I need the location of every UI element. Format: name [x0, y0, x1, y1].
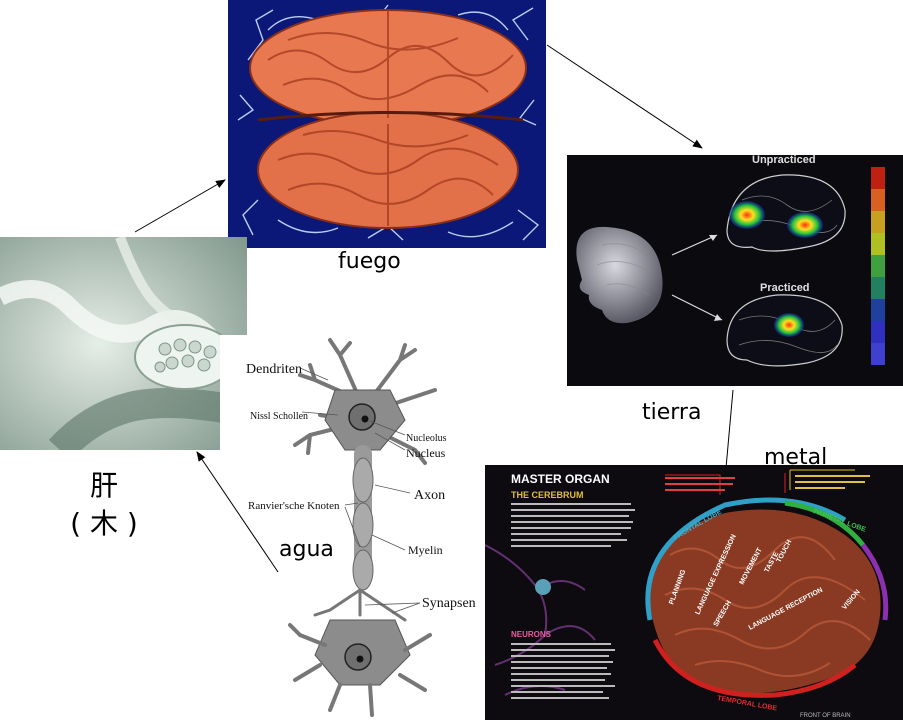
master-neurons-heading: NEURONS	[511, 630, 552, 639]
master-neurons-text	[511, 643, 615, 699]
synapse-image	[0, 237, 247, 450]
neuron-label-ranvier: Ranvier'sche Knoten	[248, 500, 340, 512]
master-organ-poster: MASTER ORGAN THE CEREBRUM NEURONS FRONTA…	[485, 465, 903, 720]
label-metal: metal	[764, 445, 828, 470]
master-callout-text-yellow	[795, 475, 870, 489]
master-title: MASTER ORGAN	[511, 472, 610, 486]
neuron-label-nissl: Nissl Schollen	[250, 411, 308, 422]
label-liver: 肝	[89, 469, 118, 502]
master-callout-text-red	[665, 477, 735, 491]
neuron-label-myelin: Myelin	[408, 543, 443, 557]
brain-scan-image: Unpracticed Practiced	[567, 155, 903, 386]
scan-label-practiced: Practiced	[760, 282, 810, 294]
label-fire: fuego	[338, 249, 401, 274]
neuron-diagram: Dendriten Nissl Schollen Nucleolus Nucle…	[220, 335, 498, 720]
brain-image	[228, 0, 546, 248]
arrow-fire-to-earth	[546, 44, 703, 149]
neuron-label-nucleolus: Nucleolus	[406, 433, 447, 444]
label-earth: tierra	[642, 400, 702, 425]
neuron-label-synapsen: Synapsen	[422, 596, 476, 611]
arrow-wood-to-fire	[134, 179, 226, 233]
front-of-brain: FRONT OF BRAIN	[800, 713, 851, 719]
scan-label-unpracticed: Unpracticed	[752, 155, 816, 166]
master-subtitle: THE CEREBRUM	[511, 490, 584, 500]
neuron-label-dendriten: Dendriten	[246, 362, 302, 377]
neuron-label-nucleus: Nucleus	[406, 446, 446, 460]
label-wood: ( 木 )	[70, 507, 138, 540]
scan-color-scale	[871, 167, 885, 365]
line-earth-to-metal	[725, 389, 734, 469]
master-intro-text	[511, 503, 635, 547]
label-water: agua	[279, 537, 334, 562]
neuron-label-axon: Axon	[414, 488, 445, 503]
